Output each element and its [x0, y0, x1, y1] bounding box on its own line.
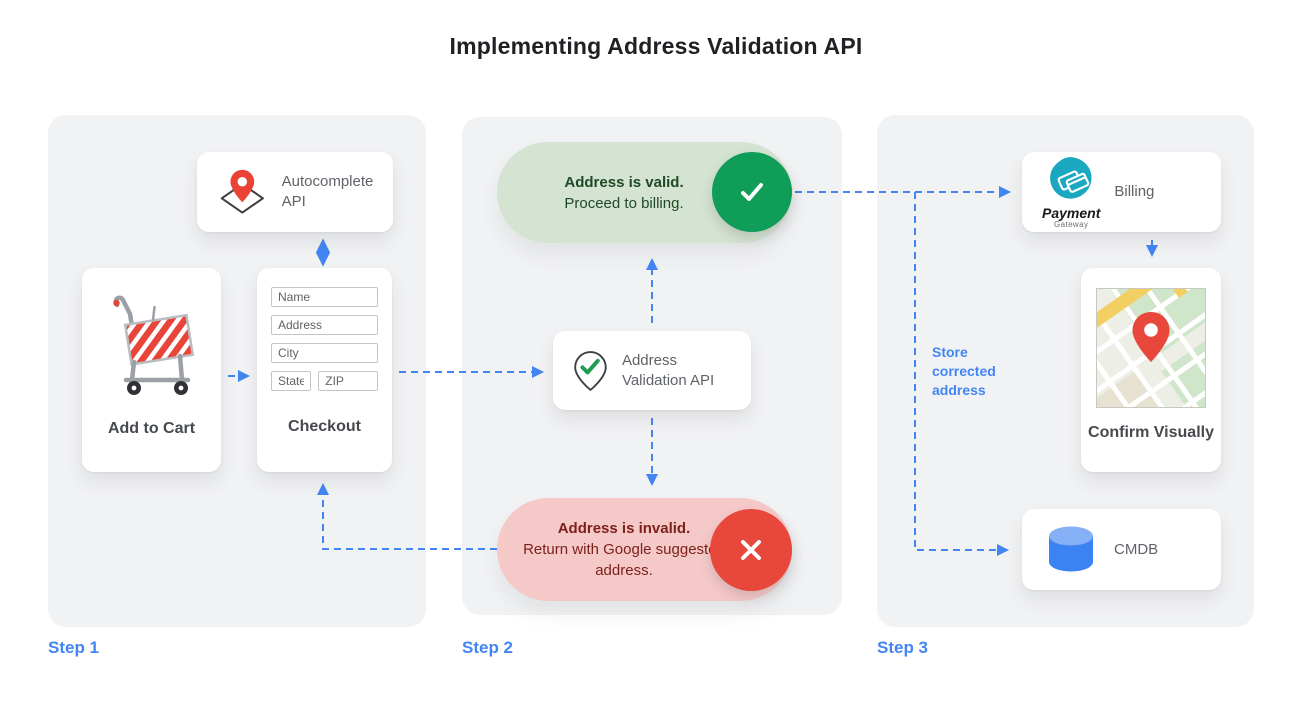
address-validation-api-card: Address Validation API: [553, 331, 751, 410]
check-circle-icon: [712, 152, 792, 232]
address-valid-pill: Address is valid. Proceed to billing.: [497, 142, 792, 243]
database-icon: [1049, 526, 1093, 571]
add-to-cart-card: Add to Cart: [82, 268, 221, 472]
valid-subtitle: Proceed to billing.: [564, 194, 684, 212]
step-3-label: Step 3: [877, 638, 929, 657]
payment-logo-subtitle: Gateway: [1053, 220, 1089, 229]
map-pin-diamond-icon: [220, 169, 264, 214]
confirm-visually-card: Confirm Visually: [1081, 268, 1221, 472]
x-circle-icon: [710, 509, 792, 591]
payment-logo-title: Payment: [1042, 205, 1101, 221]
city-input[interactable]: [271, 343, 378, 363]
step-1-label: Step 1: [48, 638, 100, 657]
invalid-title: Address is invalid.: [557, 520, 691, 537]
autocomplete-api-card: Autocomplete API: [197, 152, 393, 232]
cmdb-card: CMDB: [1022, 509, 1221, 590]
address-invalid-pill: Address is invalid. Return with Google s…: [497, 498, 792, 601]
invalid-subtitle: Return with Google suggested address.: [523, 541, 725, 579]
map-image: [1096, 288, 1206, 408]
billing-card: Payment Gateway Billing: [1022, 152, 1221, 232]
billing-label: Billing: [1114, 183, 1155, 200]
add-to-cart-label: Add to Cart: [107, 420, 196, 437]
cmdb-label: CMDB: [1114, 540, 1159, 558]
address-input[interactable]: [271, 315, 378, 335]
confirm-visually-label: Confirm Visually: [1088, 424, 1214, 441]
zip-input[interactable]: [318, 371, 378, 391]
autocomplete-api-label: Autocomplete API: [281, 173, 374, 210]
name-input[interactable]: [271, 287, 378, 307]
page-title: Implementing Address Validation API: [449, 33, 863, 59]
pin-check-icon: [574, 350, 607, 391]
store-corrected-address-label: Store corrected address: [932, 344, 996, 398]
checkout-card: Checkout: [257, 268, 392, 472]
address-validation-api-label: Address Validation API: [621, 351, 715, 389]
payment-gateway-logo: Payment Gateway: [1042, 155, 1100, 229]
shopping-cart-icon: [113, 295, 195, 395]
step-2-label: Step 2: [462, 638, 514, 657]
checkout-label: Checkout: [288, 418, 361, 435]
state-input[interactable]: [271, 371, 312, 391]
valid-title: Address is valid.: [564, 173, 684, 191]
